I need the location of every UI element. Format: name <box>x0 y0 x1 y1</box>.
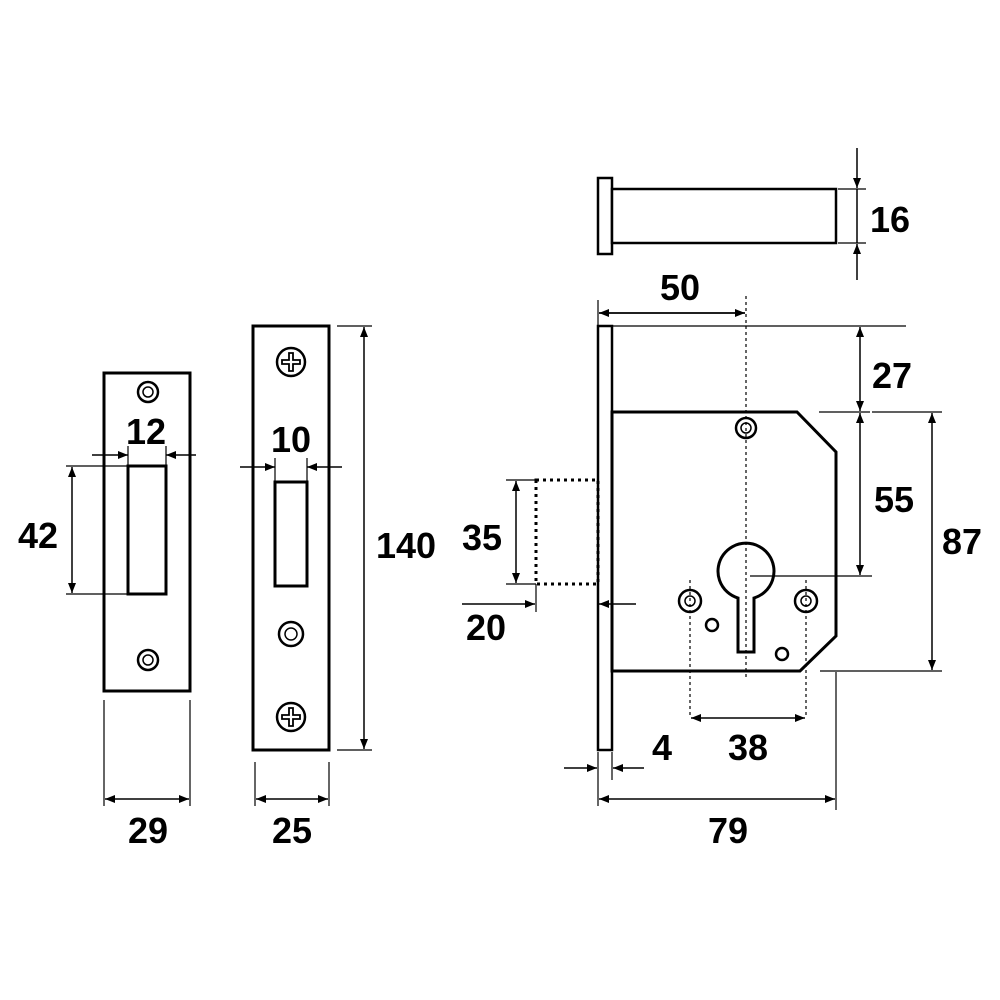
screw-hole-icon <box>277 620 305 648</box>
lock-forend <box>596 324 614 752</box>
strike-plate <box>102 371 192 693</box>
dim-case-height: 87 <box>820 411 982 672</box>
dim-bolt-throw: 20 <box>462 584 636 648</box>
dim-strike-slot-width: 12 <box>92 411 196 466</box>
lock-case-body <box>610 410 838 673</box>
dim-bolt-height: 35 <box>462 479 536 585</box>
bolt-throw-label: 20 <box>466 607 506 648</box>
forend-plate <box>251 324 331 752</box>
forend-height-label: 140 <box>376 525 436 566</box>
dim-forend-height: 140 <box>337 325 436 751</box>
dim-forend-thickness: 4 <box>564 727 672 806</box>
bolt-thrown-position <box>534 478 600 586</box>
forend-slot-width-label: 10 <box>271 419 311 460</box>
dim-centre-to-centre: 55 <box>750 413 914 577</box>
bolt-height-label: 35 <box>462 517 502 558</box>
dim-fixing-centres: 38 <box>691 714 805 768</box>
dim-forend-slot-width: 10 <box>240 419 342 482</box>
case-depth-label: 79 <box>708 810 748 851</box>
dim-backset: 50 <box>597 267 745 326</box>
dim-top-offset: 27 <box>612 325 912 413</box>
phillips-screw-icon <box>275 701 307 733</box>
dim-forend-width: 25 <box>254 762 330 851</box>
spindle-shaft <box>610 187 838 245</box>
backset-label: 50 <box>660 267 700 308</box>
strike-slot-width-label: 12 <box>126 411 166 452</box>
spindle-diameter-label: 16 <box>870 199 910 240</box>
strike-width-label: 29 <box>128 810 168 851</box>
lock-case <box>534 296 838 752</box>
screw-hole-icon <box>136 648 160 672</box>
forend-thickness-label: 4 <box>652 727 672 768</box>
screw-hole-icon <box>136 380 160 404</box>
pin-hole-icon <box>704 617 720 633</box>
dim-spindle-diameter: 16 <box>838 148 910 280</box>
strike-plate-slot <box>126 464 168 596</box>
forend-width-label: 25 <box>272 810 312 851</box>
forend-bolt-slot <box>273 480 309 588</box>
pin-hole-icon <box>774 646 790 662</box>
strike-slot-height-label: 42 <box>18 515 58 556</box>
dim-strike-width: 29 <box>103 700 191 851</box>
centre-to-centre-label: 55 <box>874 479 914 520</box>
spindle <box>596 176 838 256</box>
dim-strike-slot-height: 42 <box>18 465 128 595</box>
phillips-screw-icon <box>275 346 307 378</box>
spindle-head <box>596 176 614 256</box>
case-height-label: 87 <box>942 521 982 562</box>
top-offset-label: 27 <box>872 355 912 396</box>
dim-case-depth: 79 <box>599 672 837 851</box>
fixing-centres-label: 38 <box>728 727 768 768</box>
